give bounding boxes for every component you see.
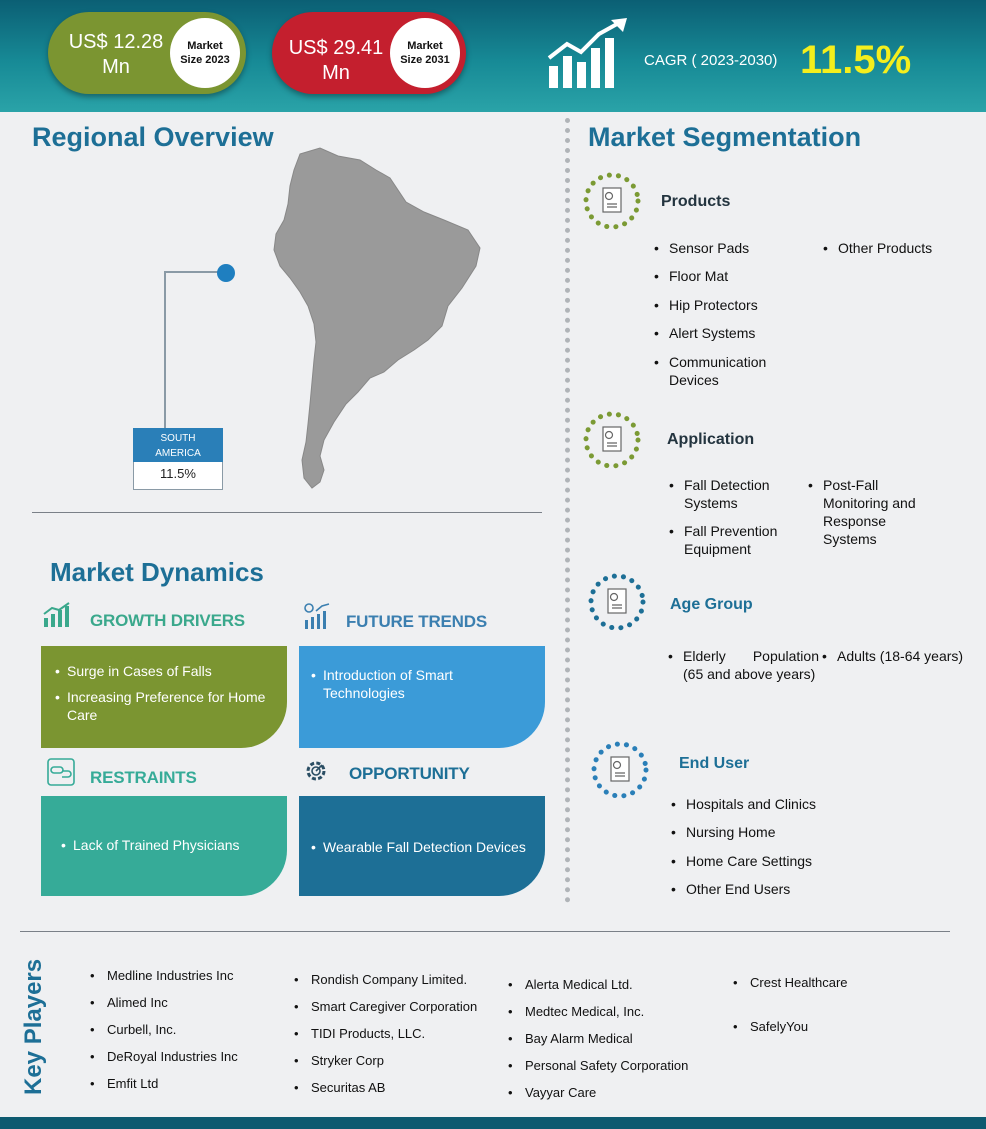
list-item: Post-Fall Monitoring and Response System… — [808, 476, 933, 548]
list-item: Alert Systems — [654, 324, 755, 342]
amount-line: US$ 29.41 — [288, 37, 384, 59]
key-players-divider — [20, 931, 950, 932]
region-name-line: AMERICA — [155, 448, 201, 459]
amount-line: US$ 12.28 — [68, 31, 164, 53]
region-callout-line — [164, 271, 224, 431]
age-group-document-icon — [588, 573, 646, 631]
market-segmentation-title: Market Segmentation — [588, 122, 862, 152]
list-item: Fall Prevention Equipment — [669, 522, 789, 558]
key-player: SafelyYou — [733, 1019, 808, 1034]
key-player: Vayyar Care — [508, 1085, 596, 1100]
list-item: Wearable Fall Detection Devices — [311, 838, 535, 856]
key-player: Smart Caregiver Corporation — [294, 999, 477, 1014]
key-player: Bay Alarm Medical — [508, 1031, 633, 1046]
footer-bar — [0, 1117, 986, 1129]
opportunity-title: OPPORTUNITY — [349, 764, 470, 783]
future-trends-title: FUTURE TRENDS — [346, 612, 487, 631]
application-document-icon — [583, 411, 641, 469]
market-size-2031-label: Market Size 2031 — [390, 18, 460, 88]
list-item: Surge in Cases of Falls — [55, 662, 273, 680]
list-item: Floor Mat — [654, 267, 728, 285]
key-player: Medtec Medical, Inc. — [508, 1004, 644, 1019]
region-name-line: SOUTH — [160, 433, 196, 444]
restraints-title: RESTRAINTS — [90, 768, 197, 787]
growth-drivers-title: GROWTH DRIVERS — [90, 611, 245, 630]
list-item: Hospitals and Clinics — [671, 795, 816, 813]
growth-drivers-box: Surge in Cases of Falls Increasing Prefe… — [41, 646, 287, 748]
list-item: Sensor Pads — [654, 239, 749, 257]
list-item: Fall Detection Systems — [669, 476, 784, 512]
region-name: SOUTH AMERICA — [133, 428, 223, 462]
future-trends-box: Introduction of Smart Technologies — [299, 646, 545, 748]
products-document-icon — [583, 172, 641, 230]
end-user-title: End User — [679, 755, 750, 772]
region-value: 11.5% — [160, 466, 196, 481]
list-item: Home Care Settings — [671, 852, 812, 870]
label-line: Size 2031 — [400, 54, 450, 66]
list-item: Other Products — [823, 239, 932, 257]
key-player: Stryker Corp — [294, 1053, 384, 1068]
market-size-2031-amount: US$ 29.41 Mn — [282, 36, 390, 86]
list-item: Hip Protectors — [654, 296, 758, 314]
south-america-map — [273, 147, 481, 489]
header-banner: US$ 12.28 Mn Market Size 2023 US$ 29.41 … — [0, 0, 986, 112]
market-dynamics-title: Market Dynamics — [50, 557, 264, 587]
key-player: Medline Industries Inc — [90, 968, 234, 983]
label-line: Size 2023 — [180, 54, 230, 66]
restraints-icon — [47, 758, 75, 786]
column-divider — [565, 118, 570, 903]
market-size-2023-amount: US$ 12.28 Mn — [62, 30, 170, 80]
regional-overview-title: Regional Overview — [32, 122, 274, 152]
section-divider — [32, 512, 542, 513]
list-item: Nursing Home — [671, 823, 776, 841]
key-player: Crest Healthcare — [733, 975, 847, 990]
amount-unit: Mn — [102, 56, 130, 78]
region-callout-dot — [217, 264, 235, 282]
restraints-box: Lack of Trained Physicians — [41, 796, 287, 896]
end-user-document-icon — [591, 741, 649, 799]
cagr-value: 11.5% — [800, 38, 912, 82]
list-item: Communication Devices — [654, 353, 779, 389]
growth-drivers-icon — [43, 602, 70, 627]
key-players-title: Key Players — [20, 958, 47, 1095]
opportunity-gear-icon — [306, 761, 326, 781]
key-player: Alerta Medical Ltd. — [508, 977, 633, 992]
key-player: Securitas AB — [294, 1080, 386, 1095]
application-title: Application — [667, 431, 755, 448]
amount-unit: Mn — [322, 62, 350, 84]
key-player: Rondish Company Limited. — [294, 972, 467, 987]
key-player: TIDI Products, LLC. — [294, 1026, 425, 1041]
list-item: Increasing Preference for Home Care — [55, 688, 273, 724]
cagr-label: CAGR ( 2023-2030) — [644, 52, 778, 69]
opportunity-box: Wearable Fall Detection Devices — [299, 796, 545, 896]
key-player: Personal Safety Corporation — [508, 1058, 688, 1073]
market-size-2031-pill: US$ 29.41 Mn Market Size 2031 — [272, 12, 466, 94]
market-size-2023-pill: US$ 12.28 Mn Market Size 2023 — [48, 12, 246, 94]
market-size-2023-label: Market Size 2023 — [170, 18, 240, 88]
list-item: Lack of Trained Physicians — [61, 836, 273, 854]
list-item: Adults (18-64 years) — [822, 647, 963, 665]
key-player: DeRoyal Industries Inc — [90, 1049, 238, 1064]
future-trends-icon — [304, 603, 330, 629]
label-line: Market — [187, 40, 223, 52]
products-title: Products — [661, 193, 731, 210]
key-player: Emfit Ltd — [90, 1076, 158, 1091]
label-line: Market — [407, 40, 443, 52]
list-item: Introduction of Smart Technologies — [311, 666, 531, 702]
age-group-title: Age Group — [670, 596, 753, 613]
list-item: Other End Users — [671, 880, 790, 898]
key-player: Alimed Inc — [90, 995, 168, 1010]
growth-chart-icon — [547, 18, 627, 88]
key-player: Curbell, Inc. — [90, 1022, 176, 1037]
list-item: Elderly Population (65 and above years) — [668, 647, 819, 683]
